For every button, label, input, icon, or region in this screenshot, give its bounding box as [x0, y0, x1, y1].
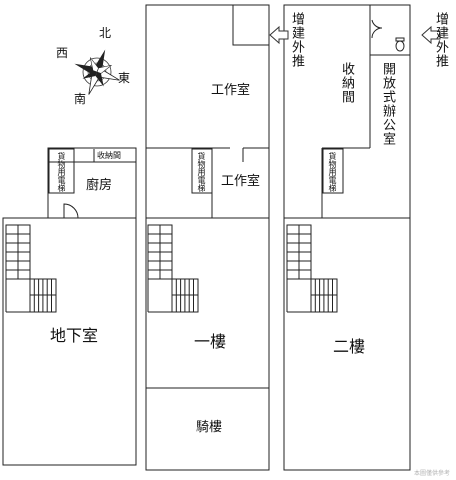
extension-arrow-second-floor: [421, 25, 441, 45]
second-floor-storage-label: 收納間: [339, 62, 354, 104]
first-floor-walls: [145, 4, 270, 471]
first-floor-extension: [232, 4, 270, 46]
second-floor-door: [371, 19, 383, 39]
compass-south-label: 南: [74, 92, 87, 106]
open-office-label: 開放式辦公室: [380, 62, 395, 146]
extension-arrow-first-floor: [269, 25, 289, 45]
compass-north-label: 北: [99, 26, 112, 40]
basement-label: 地下室: [50, 326, 99, 345]
toilet-icon: [395, 37, 405, 52]
basement-storage-label: 收納間: [97, 151, 121, 160]
second-floor-extension: [370, 4, 411, 55]
first-floor-workroom-mid-label: 工作室: [221, 174, 261, 189]
arcade-label: 騎樓: [196, 420, 223, 435]
first-floor-extension-note: 增建外推: [289, 12, 304, 68]
second-floor-label: 二樓: [333, 337, 366, 356]
first-floor-workroom-top-label: 工作室: [211, 83, 251, 98]
compass-east-label: 東: [118, 71, 131, 85]
compass-west-label: 西: [56, 46, 69, 60]
staircases: [5, 224, 338, 313]
basement-lift-label: 貨物用電梯: [57, 152, 66, 192]
basement-walls: [2, 147, 137, 466]
second-floor-lift-label: 貨物用電梯: [328, 152, 337, 192]
second-floor-extension-note: 增建外推: [433, 12, 448, 68]
kitchen-label: 廚房: [86, 178, 113, 193]
first-floor-lift-label: 貨物用電梯: [197, 152, 206, 192]
second-floor-walls: [283, 4, 411, 471]
watermark-text: 本圖僅供參考: [413, 470, 450, 477]
compass-icon: [74, 49, 120, 95]
basement-door: [63, 203, 79, 219]
first-floor-label: 一樓: [194, 332, 227, 351]
